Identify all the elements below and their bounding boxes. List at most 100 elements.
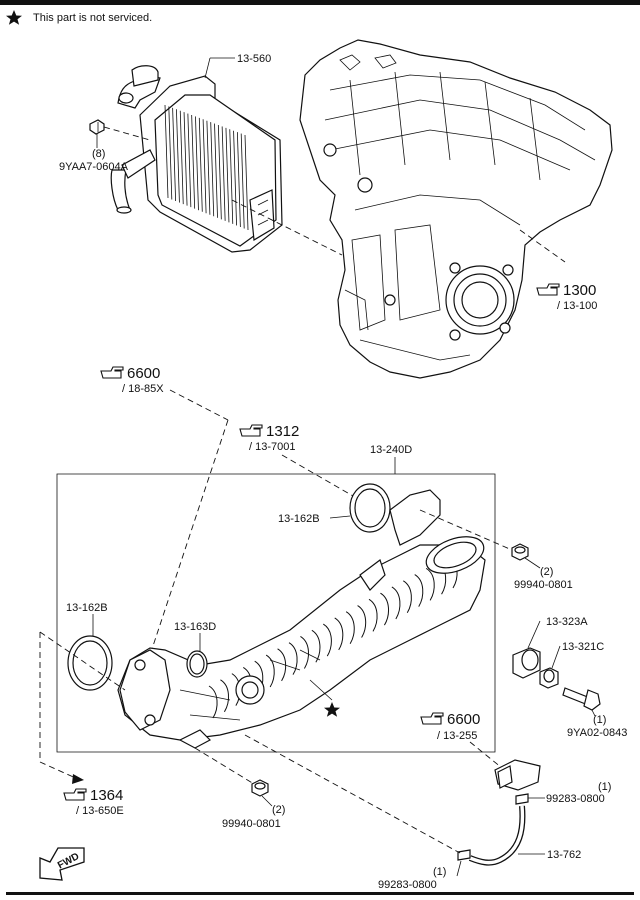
oring-label: 13-163D bbox=[174, 621, 216, 633]
bolt-a-guide bbox=[103, 126, 151, 141]
nut-lower-qty: (2) bbox=[272, 804, 285, 816]
pointing-hand-icon bbox=[420, 712, 444, 725]
ref-6600-lower-number: 6600 bbox=[447, 711, 480, 728]
fwd-arrow-icon: FWD bbox=[39, 847, 85, 881]
intercooler-fin bbox=[176, 109, 180, 203]
nut-upper-qty: (2) bbox=[540, 566, 553, 578]
star-icon bbox=[324, 702, 340, 717]
nut-lower-guide bbox=[194, 747, 255, 785]
intercooler-fin bbox=[214, 123, 218, 218]
intercooler-fin bbox=[217, 124, 222, 220]
clip-lower-label: 99283-0800 bbox=[378, 879, 437, 891]
gasket-13-162b-upper[interactable] bbox=[349, 483, 391, 533]
collar-label: 13-321C bbox=[562, 641, 604, 653]
intercooler-fin bbox=[179, 110, 184, 205]
ref-1312-sub: / 13-7001 bbox=[249, 441, 295, 453]
intercooler-label: 13-560 bbox=[237, 53, 271, 65]
bolt-b-qty: (1) bbox=[593, 714, 606, 726]
ref-1300-number: 1300 bbox=[563, 282, 596, 299]
duct-rib bbox=[345, 611, 355, 644]
duct-to-clip-guide bbox=[244, 734, 461, 854]
gasket-upper-label: 13-162B bbox=[278, 513, 320, 525]
top-rule bbox=[0, 0, 640, 5]
nut-lower-leader bbox=[261, 795, 273, 807]
clip-lower-qty: (1) bbox=[433, 866, 446, 878]
star-icon bbox=[6, 10, 22, 25]
duct-rib bbox=[414, 574, 424, 607]
ref-6600-upper[interactable]: 6600 / 18-85X bbox=[100, 365, 164, 395]
intercooler-fin bbox=[164, 104, 169, 199]
ref-6600-lower-guide bbox=[469, 741, 503, 769]
boost-sensor[interactable] bbox=[494, 759, 541, 791]
intercooler-fin bbox=[198, 117, 203, 212]
gasket-upper-leader bbox=[329, 515, 351, 519]
intercooler-fin bbox=[183, 112, 188, 206]
hose-label: 13-762 bbox=[547, 849, 581, 861]
bolt-9yaa7[interactable] bbox=[89, 119, 105, 135]
ref-1312-number: 1312 bbox=[266, 423, 299, 440]
pointing-hand-icon bbox=[100, 366, 124, 379]
duct-rib bbox=[288, 642, 298, 675]
collar-13-321c[interactable] bbox=[539, 667, 559, 689]
ref-1312[interactable]: 1312 / 13-7001 bbox=[239, 423, 299, 453]
ref-1364-guide-b bbox=[39, 761, 81, 781]
intercooler-fin bbox=[229, 129, 234, 224]
nut-99940-lower[interactable] bbox=[251, 779, 269, 797]
clip-lower-leader bbox=[456, 860, 462, 877]
ref-1364[interactable]: 1364 / 13-650E bbox=[63, 787, 124, 817]
gasket-13-162b-lower[interactable] bbox=[67, 635, 113, 691]
duct-assy-label: 13-240D bbox=[370, 444, 412, 456]
collar-leader bbox=[551, 645, 561, 669]
intercooler-fin bbox=[172, 107, 177, 202]
ref-6600-upper-number: 6600 bbox=[127, 365, 160, 382]
pointing-hand-icon bbox=[239, 424, 263, 437]
intercooler-fin bbox=[233, 130, 237, 226]
duct-rib bbox=[300, 636, 309, 669]
ref-1364-arrowhead bbox=[72, 774, 84, 784]
duct-rib bbox=[277, 648, 287, 682]
intercooler-fin bbox=[210, 122, 215, 217]
ref-1312-guide bbox=[281, 454, 361, 501]
star-leader bbox=[309, 679, 333, 701]
vacuum-hose-13-762[interactable] bbox=[468, 805, 526, 866]
duct-rib bbox=[402, 580, 412, 614]
intercooler-fin bbox=[202, 119, 207, 214]
intercooler-fins bbox=[164, 104, 249, 231]
grommet-13-323a[interactable] bbox=[512, 647, 541, 679]
intercooler[interactable] bbox=[110, 65, 283, 253]
clip-99283-lower[interactable] bbox=[457, 849, 471, 861]
intercooler-fin bbox=[225, 127, 230, 223]
oring-13-163d[interactable] bbox=[186, 650, 208, 678]
gasket-lower-label: 13-162B bbox=[66, 602, 108, 614]
intercooler-fin bbox=[240, 133, 245, 229]
grommet-leader bbox=[527, 620, 541, 649]
ref-6600-lower-sub: / 13-255 bbox=[437, 730, 477, 742]
clip-upper-label: 99283-0800 bbox=[546, 793, 605, 805]
bottom-rule bbox=[6, 892, 634, 895]
ref-1300[interactable]: 1300 / 13-100 bbox=[536, 282, 597, 312]
duct-rib bbox=[368, 598, 378, 632]
ref-6600-guide-a bbox=[169, 389, 229, 421]
intercooler-fin bbox=[168, 106, 173, 200]
duct-rib bbox=[425, 567, 435, 601]
ref-6600-guide-b bbox=[149, 419, 229, 656]
not-serviced-text: This part is not serviced. bbox=[33, 12, 152, 24]
nut-upper-label: 99940-0801 bbox=[514, 579, 573, 591]
pointing-hand-icon bbox=[536, 283, 560, 296]
nut-99940-upper[interactable] bbox=[511, 543, 529, 561]
intake-manifold[interactable] bbox=[299, 39, 613, 379]
pointing-hand-icon bbox=[63, 788, 87, 801]
bolt-b-leader bbox=[591, 709, 596, 717]
duct-rib bbox=[380, 592, 389, 626]
intercooler-fin bbox=[191, 114, 196, 209]
nut-upper-guide bbox=[419, 509, 513, 551]
ref-6600-lower[interactable]: 6600 / 13-255 bbox=[420, 711, 480, 742]
charge-air-duct[interactable] bbox=[117, 489, 489, 749]
ref-1364-guide-c bbox=[39, 631, 126, 691]
bolt-9ya02[interactable] bbox=[562, 687, 601, 711]
bolt-a-qty: (8) bbox=[92, 148, 105, 160]
nut-upper-leader bbox=[524, 557, 541, 569]
clip-99283-upper[interactable] bbox=[515, 793, 529, 805]
